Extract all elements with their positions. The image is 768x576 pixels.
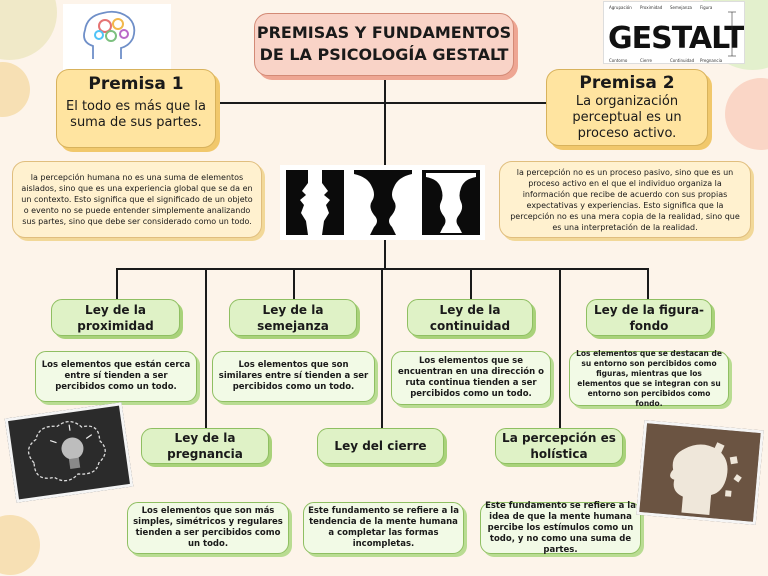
premisa-2-heading: Premisa 2 (579, 73, 675, 93)
decor-circle (725, 78, 768, 150)
premisa-2-card: Premisa 2 La organización perceptual es … (546, 69, 708, 146)
connector-line (647, 268, 649, 300)
logo-word: GESTALT (608, 21, 745, 56)
decor-circle (0, 515, 40, 575)
title-line-2: DE LA PSICOLOGÍA GESTALT (259, 45, 509, 64)
premisa-1-heading: Premisa 1 (88, 74, 184, 94)
law-holistica-label: La percepción es holística (502, 431, 616, 461)
gestalt-logo: Agrupación Proximidad Semejanza Figura C… (603, 1, 745, 64)
chalkboard-lightbulb-illustration (4, 402, 134, 503)
premisa-1-card: Premisa 1 El todo es más que la suma de … (56, 69, 216, 148)
law-semejanza: Ley de la semejanza (229, 299, 357, 336)
law-figura-fondo-label: Ley de la figura-fondo (593, 302, 705, 333)
law-semejanza-description-text: Los elementos que son similares entre sí… (218, 360, 369, 392)
premisa-2-description: la percepción no es un proceso pasivo, s… (499, 161, 751, 238)
law-pregnancia-label: Ley de la pregnancia (167, 431, 243, 461)
law-continuidad-description-text: Los elementos que se encuentran en una d… (398, 356, 544, 399)
logo-label: Agrupación (609, 5, 632, 10)
logo-label: Pregnancia (700, 58, 723, 63)
law-holistica-description-text: Este fundamento se refiere a la idea de … (485, 500, 636, 555)
law-pregnancia-description: Los elementos que son más simples, simét… (127, 502, 289, 554)
logo-label: Cierre (640, 58, 652, 63)
decor-circle (0, 62, 30, 117)
law-pregnancia: Ley de la pregnancia (141, 428, 269, 464)
law-figura-fondo-description-text: Los elementos que se destacan de su ento… (576, 348, 722, 408)
law-continuidad-label: Ley de la continuidad (429, 302, 511, 333)
logo-label: Figura (700, 5, 713, 10)
law-proximidad-description: Los elementos que están cerca entre sí t… (35, 351, 197, 402)
law-continuidad-description: Los elementos que se encuentran en una d… (391, 351, 551, 405)
premisa-1-description: la percepción humana no es una suma de e… (12, 161, 262, 238)
law-cierre-description-text: Este fundamento se refiere a la tendenci… (308, 506, 459, 549)
law-proximidad-label: Ley de la proximidad (77, 302, 154, 333)
connector-line (559, 268, 561, 428)
connector-line (470, 268, 472, 300)
brain-illustration (63, 4, 171, 70)
logo-label: Proximidad (640, 5, 663, 10)
law-cierre-label: Ley del cierre (334, 439, 427, 453)
logo-label: Continuidad (670, 58, 695, 63)
law-continuidad: Ley de la continuidad (407, 299, 533, 336)
logo-label: Contorno (609, 58, 628, 63)
law-pregnancia-description-text: Los elementos que son más simples, simét… (133, 506, 283, 549)
title-line-1: PREMISAS Y FUNDAMENTOS (256, 23, 512, 42)
page-title: PREMISAS Y FUNDAMENTOS DE LA PSICOLOGÍA … (254, 13, 514, 76)
connector-line (116, 268, 118, 300)
law-semejanza-label: Ley de la semejanza (257, 302, 329, 333)
law-holistica: La percepción es holística (495, 428, 623, 464)
premisa-2-description-text: la percepción no es un proceso pasivo, s… (510, 167, 740, 232)
law-cierre-description: Este fundamento se refiere a la tendenci… (303, 502, 464, 554)
decor-circle (0, 0, 57, 60)
law-figura-fondo-description: Los elementos que se destacan de su ento… (569, 348, 729, 408)
premisa-1-text: El todo es más que la suma de sus partes… (66, 99, 206, 130)
law-figura-fondo: Ley de la figura-fondo (586, 299, 712, 336)
law-holistica-description: Este fundamento se refiere a la idea de … (480, 500, 641, 555)
connector-line (218, 102, 548, 104)
connector-line (381, 268, 383, 428)
premisa-1-description-text: la percepción humana no es una suma de e… (21, 173, 253, 226)
law-semejanza-description: Los elementos que son similares entre sí… (212, 351, 375, 402)
puzzle-head-illustration (636, 419, 764, 526)
law-proximidad: Ley de la proximidad (51, 299, 180, 336)
connector-line (205, 268, 207, 428)
premisa-2-text: La organización perceptual es un proceso… (572, 94, 682, 141)
logo-label: Semejanza (670, 5, 693, 10)
connector-line (293, 268, 295, 300)
rubin-vase-illustration (280, 165, 485, 240)
law-cierre: Ley del cierre (317, 428, 444, 464)
law-proximidad-description-text: Los elementos que están cerca entre sí t… (41, 360, 191, 392)
